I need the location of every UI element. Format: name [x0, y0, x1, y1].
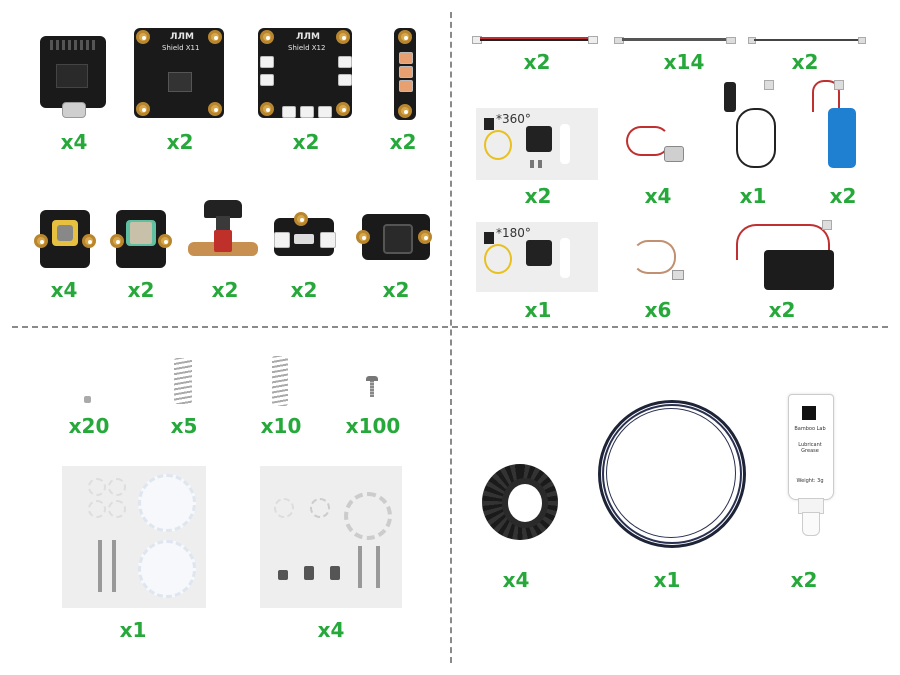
toggle-module	[266, 212, 342, 262]
shield-x12-label: Shield X12	[288, 44, 326, 52]
battery-box	[730, 220, 860, 294]
shield-x12-quantity: x2	[292, 130, 320, 154]
led-strip-quantity: x2	[389, 130, 417, 154]
shield-x11-board: ЛЛМ Shield X11	[134, 28, 230, 120]
dev-board-quantity: x4	[60, 130, 88, 154]
toggle-module-quantity: x2	[290, 278, 318, 302]
grease-weight: Weight: 3g	[796, 478, 824, 484]
servo-180-angle: *180°	[496, 226, 531, 240]
tire-quantity: x4	[502, 568, 530, 592]
thin-cable	[748, 36, 866, 44]
long-spring-quantity: x10	[260, 414, 302, 438]
long-cable-quantity: x14	[663, 50, 705, 74]
long-cable	[614, 36, 736, 44]
servo-180-panel: *180°	[476, 222, 598, 292]
encoder-module	[110, 208, 172, 270]
slide-switch-quantity: x2	[211, 278, 239, 302]
servo-360-quantity: x2	[524, 184, 552, 208]
shield-x11-label: Shield X11	[162, 44, 200, 52]
wire-coil-quantity: x1	[653, 568, 681, 592]
slide-switch-module	[188, 200, 258, 270]
shield-x12-logo: ЛЛМ	[296, 32, 320, 42]
grease-product: Lubricant Grease	[798, 442, 822, 454]
nut-quantity: x20	[68, 414, 110, 438]
encoder-quantity: x2	[127, 278, 155, 302]
short-cable-quantity: x2	[523, 50, 551, 74]
servo-360-panel: *360°	[476, 108, 598, 180]
usb-charger-cable	[718, 78, 780, 178]
grease-tube-quantity: x2	[790, 568, 818, 592]
button-module	[356, 214, 436, 262]
thin-cable-quantity: x2	[791, 50, 819, 74]
wire-coil	[596, 398, 746, 548]
shield-x11-logo: ЛЛМ	[170, 32, 194, 42]
motor-with-cable	[622, 120, 694, 170]
grease-brand: Bamboo Lab	[794, 426, 826, 432]
usb-charger-quantity: x1	[739, 184, 767, 208]
horizontal-divider	[12, 326, 888, 328]
grease-tube: Bamboo Lab Lubricant Grease Weight: 3g	[780, 390, 840, 540]
tire	[478, 460, 562, 544]
button-module-quantity: x2	[382, 278, 410, 302]
motor-quantity: x4	[644, 184, 672, 208]
joystick-module	[34, 208, 96, 270]
joystick-quantity: x4	[50, 278, 78, 302]
shield-x11-quantity: x2	[166, 130, 194, 154]
short-cable	[472, 34, 598, 44]
servo-180-quantity: x1	[524, 298, 552, 322]
small-cable	[628, 236, 688, 282]
short-spring-quantity: x5	[170, 414, 198, 438]
dev-board	[36, 36, 112, 122]
battery-quantity: x2	[829, 184, 857, 208]
gear-set-a-quantity: x1	[119, 618, 147, 642]
nut	[84, 396, 92, 404]
long-spring	[272, 356, 290, 406]
vertical-divider	[450, 12, 452, 663]
gear-set-b-quantity: x4	[317, 618, 345, 642]
screw	[366, 376, 378, 398]
servo-360-angle: *360°	[496, 112, 531, 126]
screw-quantity: x100	[345, 414, 401, 438]
battery-box-quantity: x2	[768, 298, 796, 322]
gear-set-a-panel	[62, 466, 206, 608]
small-cable-quantity: x6	[644, 298, 672, 322]
short-spring	[174, 358, 194, 406]
gear-set-b-panel	[260, 466, 402, 608]
shield-x12-board: ЛЛМ Shield X12	[258, 28, 354, 120]
led-strip-board	[392, 28, 418, 122]
battery-pack	[806, 78, 860, 174]
